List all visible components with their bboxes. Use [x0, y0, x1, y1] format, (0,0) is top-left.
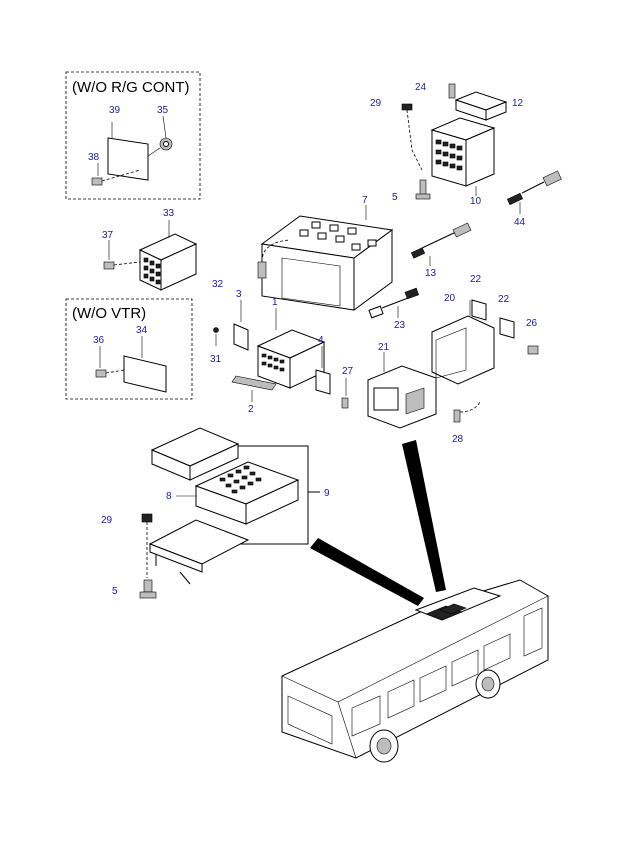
callout-35: 35	[157, 105, 169, 116]
callout-29-bottom: 29	[101, 515, 113, 526]
part-20-hood	[431, 300, 495, 385]
part-1-video-unit	[256, 308, 326, 389]
part-vtr-tray	[148, 519, 250, 585]
callout-34: 34	[136, 325, 148, 336]
callout-23: 23	[394, 320, 406, 331]
option-box-rg-cont: (W/O R/G CONT)	[65, 71, 201, 200]
part-29-nut	[401, 103, 423, 171]
part-8-vtr	[176, 461, 300, 525]
part-31-screw	[213, 327, 219, 346]
callout-7: 7	[362, 195, 368, 206]
part-37-screw	[103, 240, 141, 270]
location-arrow-monitor	[402, 440, 446, 592]
part-13-cable	[410, 222, 472, 266]
callout-1: 1	[272, 297, 278, 308]
callout-5-bottom: 5	[112, 586, 118, 597]
part-22-bracket-a	[471, 299, 487, 321]
callout-29-top: 29	[370, 98, 382, 109]
callout-12: 12	[512, 98, 524, 109]
callout-38: 38	[88, 152, 100, 163]
part-26-screw	[527, 345, 539, 355]
bus-illustration	[281, 579, 549, 763]
part-3-bracket	[233, 300, 249, 351]
part-38-screw	[91, 163, 141, 186]
option-box-vtr: (W/O VTR)	[65, 298, 193, 400]
part-21-monitor	[367, 352, 437, 429]
callout-36: 36	[93, 335, 105, 346]
part-28-screw	[453, 401, 481, 423]
part-24-screw	[448, 83, 456, 99]
callout-37: 37	[102, 230, 114, 241]
part-39-plate	[107, 122, 149, 181]
callout-9: 9	[324, 488, 330, 499]
part-5-bolt-top	[415, 179, 431, 200]
callout-2: 2	[248, 404, 254, 415]
callout-4: 4	[318, 335, 324, 346]
part-5-bolt-lower	[139, 579, 157, 599]
note-wo-rg-cont: (W/O R/G CONT)	[72, 79, 189, 96]
callout-44: 44	[514, 217, 526, 228]
part-36-screw	[95, 346, 125, 378]
part-9-vtr-assembly-bracket	[230, 445, 320, 545]
callout-24: 24	[415, 82, 427, 93]
callout-26: 26	[526, 318, 538, 329]
callout-33: 33	[163, 208, 175, 219]
note-wo-vtr: (W/O VTR)	[72, 305, 146, 322]
callout-31: 31	[210, 354, 222, 365]
location-arrow-vtr	[310, 538, 424, 606]
callout-3: 3	[236, 289, 242, 300]
part-7-monitor-hood	[260, 205, 394, 311]
callout-21: 21	[378, 342, 390, 353]
part-4-bracket	[315, 346, 331, 395]
callout-labels: 39 35 38 33 37 34 36 24 29 12 5 10 44 7 …	[88, 82, 538, 597]
part-29-nut-lower	[141, 513, 153, 578]
part-34-blank-plate	[123, 336, 167, 393]
part-23-cable	[368, 287, 420, 319]
part-27-screw	[341, 378, 349, 409]
callout-22-a: 22	[470, 274, 482, 285]
part-9-vtr-cover	[150, 427, 240, 481]
callout-20: 20	[444, 293, 456, 304]
part-2-strip	[231, 375, 277, 402]
callout-28: 28	[452, 434, 464, 445]
callout-10: 10	[470, 196, 482, 207]
callout-13: 13	[425, 268, 437, 279]
part-33-switch-box	[138, 220, 198, 291]
callout-39: 39	[109, 105, 121, 116]
part-12-bracket	[454, 91, 508, 121]
callout-8: 8	[166, 491, 172, 502]
callout-32: 32	[212, 279, 224, 290]
part-22-bracket-b	[499, 317, 515, 339]
part-44-cable	[506, 170, 562, 214]
part-32-screw	[257, 239, 291, 279]
callout-22-b: 22	[498, 294, 510, 305]
callout-27: 27	[342, 366, 354, 377]
part-35-grommet	[147, 115, 173, 157]
part-10-receiver	[430, 117, 496, 196]
callout-5-top: 5	[392, 192, 398, 203]
